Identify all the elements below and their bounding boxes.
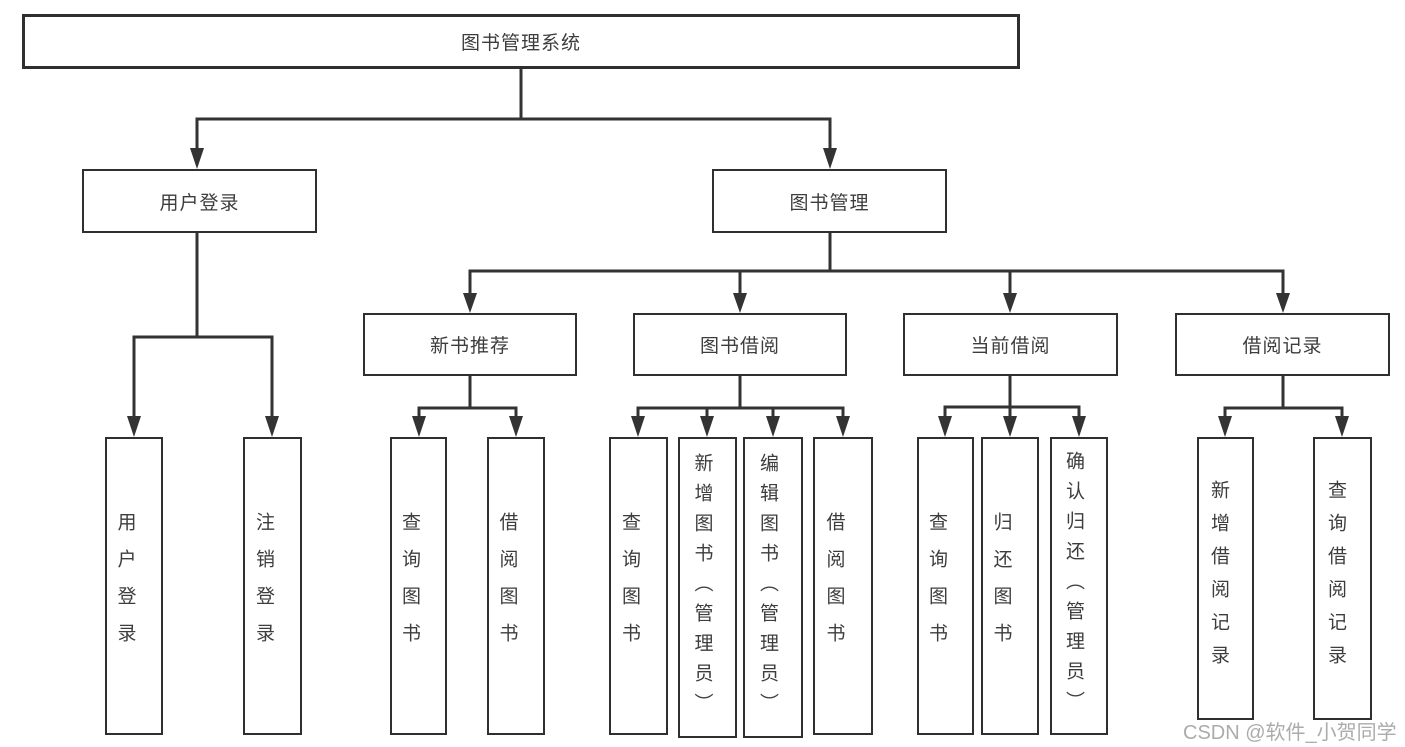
node-label: 图书借阅 — [699, 336, 780, 357]
node-borrow-records: 借阅记录 — [1175, 313, 1390, 376]
leaf-borrow-books: 借阅图书 — [813, 437, 873, 735]
leaf-label: 归还图书 — [990, 512, 1012, 660]
node-label: 图书管理 — [789, 192, 870, 214]
leaf-query-borrow-record: 查询借阅记录 — [1313, 437, 1372, 720]
leaf-edit-book-admin: 编辑图书（管理员） — [743, 437, 803, 738]
leaf-logout: 注销登录 — [243, 437, 302, 735]
leaf-query-books-borrow: 查询图书 — [609, 437, 668, 735]
leaf-label: 确认归还（管理员） — [1063, 451, 1084, 721]
leaf-confirm-return-admin: 确认归还（管理员） — [1050, 437, 1108, 735]
csdn-watermark: CSDN @软件_小贺同学 — [1183, 722, 1397, 744]
leaf-label: 查询借阅记录 — [1325, 479, 1346, 678]
leaf-add-book-admin: 新增图书（管理员） — [678, 437, 737, 738]
node-new-book-recommend: 新书推荐 — [363, 313, 577, 376]
node-current-borrow: 当前借阅 — [903, 313, 1118, 376]
node-label: 新书推荐 — [429, 336, 510, 357]
node-user-login: 用户登录 — [82, 169, 317, 233]
leaf-label: 借阅图书 — [496, 512, 518, 660]
node-label: 当前借阅 — [970, 336, 1051, 357]
leaf-query-books-recommend: 查询图书 — [390, 437, 447, 735]
leaf-borrow-books-recommend: 借阅图书 — [487, 437, 545, 735]
leaf-user-login: 用户登录 — [105, 437, 163, 735]
node-book-management: 图书管理 — [712, 169, 947, 233]
leaf-return-book: 归还图书 — [981, 437, 1039, 735]
leaf-label: 查询图书 — [619, 512, 640, 660]
node-root-system: 图书管理系统 — [22, 14, 1020, 69]
leaf-label: 注销登录 — [253, 512, 274, 660]
node-label: 借阅记录 — [1242, 336, 1323, 357]
leaf-label: 查询图书 — [926, 512, 947, 660]
leaf-label: 编辑图书（管理员） — [757, 452, 778, 723]
leaf-add-borrow-record: 新增借阅记录 — [1197, 437, 1254, 720]
leaf-label: 查询图书 — [399, 512, 420, 660]
leaf-label: 用户登录 — [114, 512, 136, 660]
leaf-label: 新增借阅记录 — [1208, 479, 1229, 678]
leaf-query-books-current: 查询图书 — [917, 437, 974, 735]
node-label: 用户登录 — [159, 192, 240, 214]
leaf-label: 新增图书（管理员） — [691, 452, 713, 723]
leaf-label: 借阅图书 — [823, 512, 845, 660]
node-book-borrow: 图书借阅 — [633, 313, 847, 376]
node-label: 图书管理系统 — [460, 33, 581, 54]
